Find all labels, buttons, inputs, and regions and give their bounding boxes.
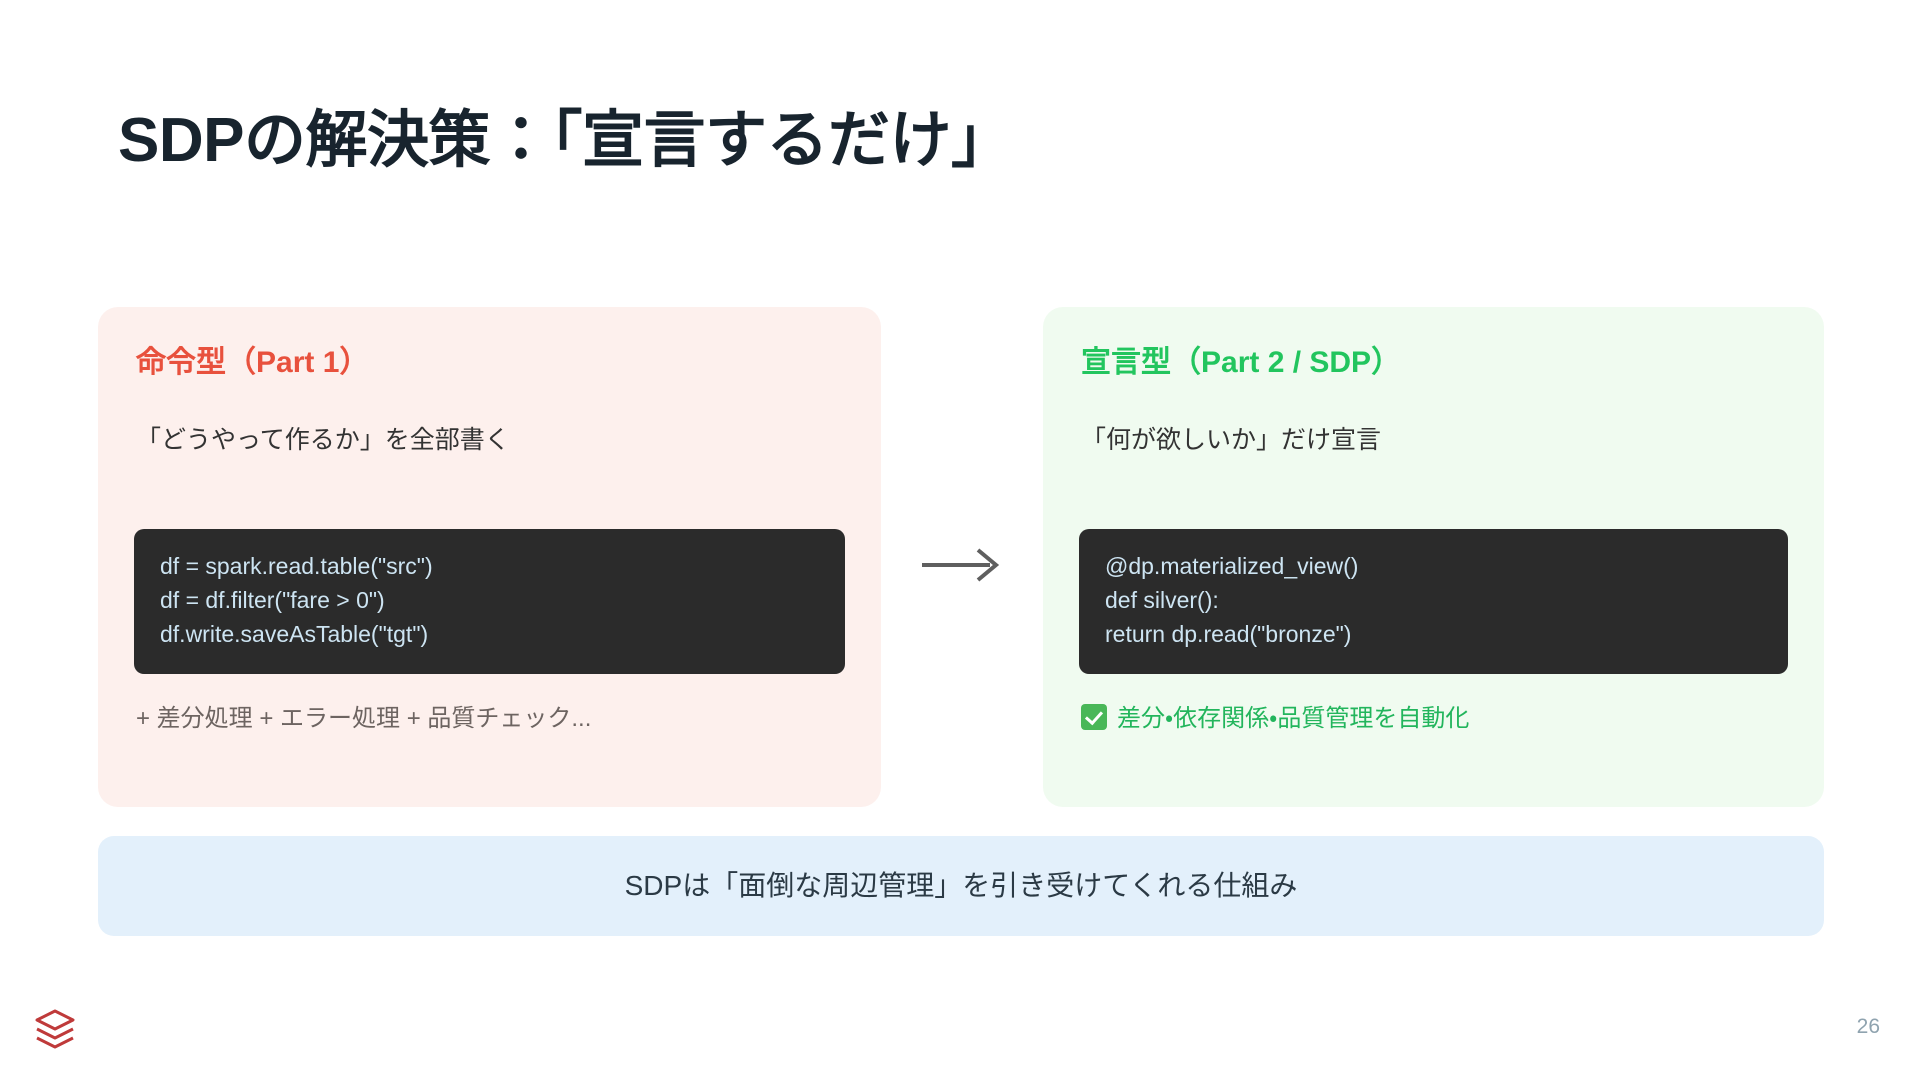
- card-declarative: 宣言型（Part 2 / SDP） 「何が欲しいか」だけ宣言 @dp.mater…: [1043, 307, 1824, 807]
- code-line: df = spark.read.table("src"): [160, 553, 433, 579]
- card-declarative-heading: 宣言型（Part 2 / SDP）: [1081, 346, 1402, 379]
- comparison-cards: 命令型（Part 1） 「どうやって作るか」を全部書く df = spark.r…: [0, 307, 1918, 807]
- card-imperative-subtitle: 「どうやって作るか」を全部書く: [136, 426, 510, 454]
- card-declarative-footnote: 差分・依存関係・品質管理を自動化: [1081, 703, 1469, 734]
- databricks-logo: [33, 1007, 77, 1055]
- code-line: def silver():: [1105, 587, 1219, 613]
- page-title: SDPの解決策：「宣言するだけ」: [118, 105, 1013, 175]
- card-imperative-heading: 命令型（Part 1）: [136, 346, 370, 379]
- card-imperative: 命令型（Part 1） 「どうやって作るか」を全部書く df = spark.r…: [98, 307, 881, 807]
- summary-banner: SDPは「面倒な周辺管理」を引き受けてくれる仕組み: [98, 836, 1824, 936]
- code-line: df = df.filter("fare > 0"): [160, 587, 385, 613]
- code-block-imperative: df = spark.read.table("src") df = df.fil…: [134, 529, 845, 674]
- summary-banner-text: SDPは「面倒な周辺管理」を引き受けてくれる仕組み: [624, 869, 1298, 901]
- card-declarative-footnote-label: 差分・依存関係・品質管理を自動化: [1117, 705, 1470, 732]
- code-block-declarative: @dp.materialized_view() def silver(): re…: [1079, 529, 1788, 674]
- card-declarative-subtitle: 「何が欲しいか」だけ宣言: [1081, 426, 1382, 454]
- code-line: @dp.materialized_view(): [1105, 553, 1359, 579]
- card-imperative-footnote: + 差分処理 + エラー処理 + 品質チェック...: [136, 705, 592, 732]
- page-number: 26: [1856, 1015, 1880, 1038]
- check-mark-icon: [1081, 704, 1107, 730]
- right-arrow-icon: [920, 545, 1004, 585]
- code-line: return dp.read("bronze"): [1105, 621, 1352, 647]
- code-line: df.write.saveAsTable("tgt"): [160, 621, 429, 647]
